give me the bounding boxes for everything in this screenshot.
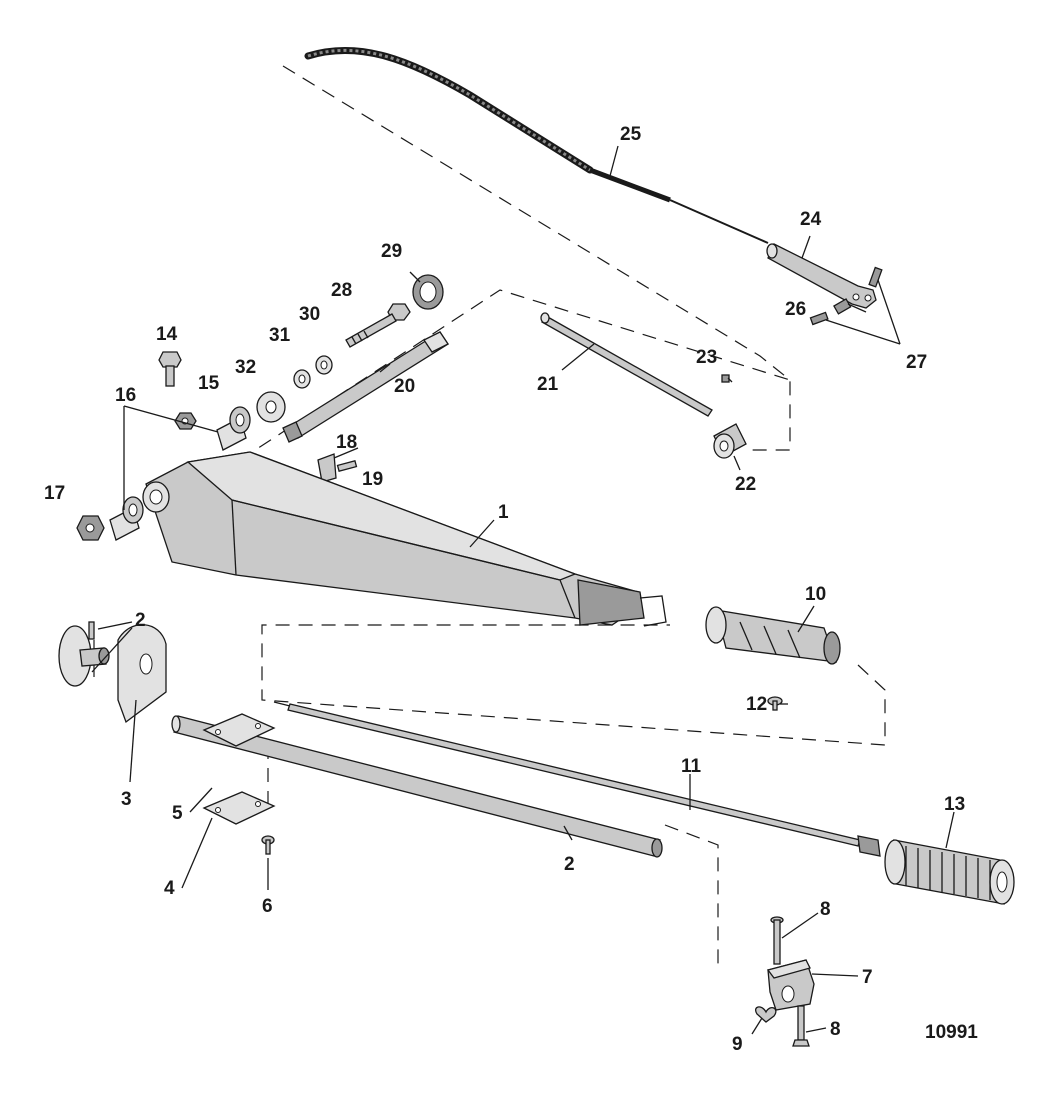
callout-7: 7: [862, 967, 873, 988]
callout-27: 27: [906, 352, 927, 373]
part-19-screw: [336, 459, 358, 473]
part-6-screw: [261, 835, 275, 855]
callout-19: 19: [362, 469, 383, 490]
callout-31: 31: [269, 325, 291, 346]
callout-11: 11: [681, 756, 702, 777]
callout-9: 9: [732, 1034, 743, 1055]
callout-29: 29: [381, 241, 402, 262]
part-7-clamp: [766, 959, 815, 1011]
part-8-bolt-lower: [792, 1005, 810, 1047]
part-31-washer: [293, 369, 311, 389]
part-2-pin: [88, 621, 95, 640]
callout-23: 23: [696, 347, 717, 368]
shaft-assembly-dash: [239, 289, 791, 461]
callout-6: 6: [262, 896, 273, 917]
part-28-bolt: [345, 303, 411, 348]
part-3-plate: [117, 624, 167, 724]
grip-assembly-dash: [261, 624, 886, 746]
part-4-plate: [202, 791, 276, 825]
part-18-clip: [317, 453, 337, 483]
callout-21: 21: [537, 374, 559, 395]
part-20-shaft: [282, 331, 449, 443]
leader-lines: [91, 145, 955, 1035]
figure-number: 10991: [925, 1022, 978, 1043]
callout-28: 28: [331, 280, 352, 301]
callout-26: 26: [785, 299, 806, 320]
callout-30: 30: [299, 304, 320, 325]
callout-12: 12: [746, 694, 767, 715]
callout-17: 17: [44, 483, 65, 504]
part-2-tube: [171, 715, 663, 858]
callout-labels: 1 2 2 3 4 5 6 7 8 8 9 10 11 12 13 14 15 …: [44, 124, 978, 1055]
part-22-block: [713, 423, 747, 459]
callout-4: 4: [164, 878, 175, 899]
callout-10: 10: [805, 584, 826, 605]
callout-8-upper: 8: [820, 899, 831, 920]
part-14-screw: [158, 351, 182, 387]
part-25-cable: [304, 46, 769, 244]
callout-18: 18: [336, 432, 357, 453]
part-24-link: [766, 243, 877, 309]
part-13-knurled-grip: [884, 839, 1015, 905]
part-12-screw: [767, 696, 783, 711]
part-2-friction-disk: [58, 625, 110, 687]
callout-1: 1: [498, 502, 509, 523]
part-32-spacer: [256, 391, 286, 423]
callout-8-lower: 8: [830, 1019, 841, 1040]
cable-assembly-dash: [282, 65, 791, 451]
callout-14: 14: [156, 324, 178, 345]
callout-32: 32: [235, 357, 256, 378]
callout-22: 22: [735, 474, 756, 495]
part-21-rod: [540, 312, 713, 417]
part-1-tiller-body: [142, 451, 667, 627]
clamp-assembly-dash: [664, 824, 719, 970]
callout-15: 15: [198, 373, 220, 394]
part-5-plate: [202, 713, 276, 747]
callout-2-pin: 2: [135, 610, 146, 631]
part-8-bolt-upper: [770, 916, 784, 965]
part-16-bushing-upper: [216, 406, 251, 451]
callout-13: 13: [944, 794, 965, 815]
callout-25: 25: [620, 124, 642, 145]
part-29-seal: [412, 274, 444, 310]
callout-20: 20: [394, 376, 415, 397]
part-16-bushing-lower: [109, 496, 144, 541]
part-17-nut: [76, 515, 105, 541]
part-11-throttle-rod: [273, 701, 881, 857]
callout-5: 5: [172, 803, 183, 824]
callout-24: 24: [800, 209, 822, 230]
part-26-27-screws: [809, 266, 883, 326]
part-9-wingnut: [755, 1006, 777, 1023]
part-30-washer: [315, 355, 333, 375]
callout-2-tube: 2: [564, 854, 575, 875]
part-10-grip-sleeve: [705, 606, 841, 665]
callout-16: 16: [115, 385, 136, 406]
callout-3: 3: [121, 789, 132, 810]
